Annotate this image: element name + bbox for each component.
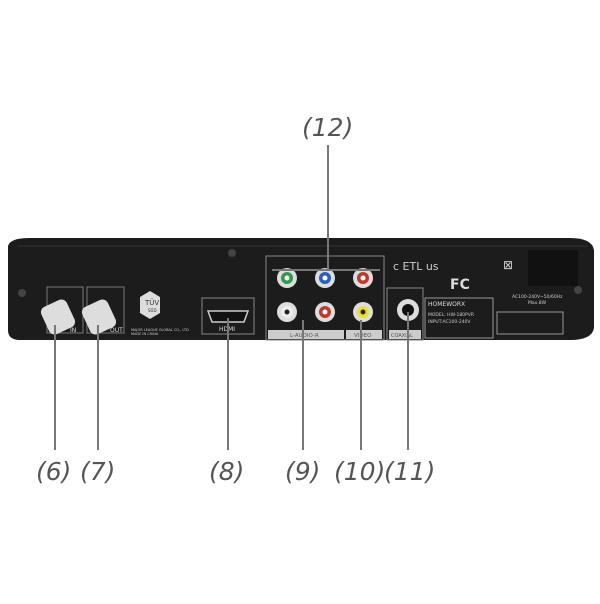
- max-power-label: Max.8W: [528, 300, 547, 306]
- warning-label: [496, 311, 564, 335]
- callout-11: (11): [384, 457, 435, 486]
- etl-logo: c ETL us: [393, 260, 439, 273]
- svg-text:SÜD: SÜD: [148, 308, 157, 313]
- origin-text: MADE IN CHINA: [131, 332, 159, 336]
- callout-12: (12): [302, 113, 353, 142]
- rf-in-label: IN: [70, 327, 76, 334]
- maker-text: MAJOR LEAGUE GLOBAL CO., LTD: [131, 328, 189, 332]
- rf-out-label: OUT: [110, 327, 123, 334]
- input-label: INPUT:AC100-240V: [428, 319, 471, 325]
- screw-icon: [18, 289, 26, 297]
- weee-icon: ⊠: [503, 258, 513, 272]
- power-label: AC100-240V~50/60Hz: [512, 294, 563, 300]
- callout-10: (10): [334, 457, 385, 486]
- fcc-logo: FC: [450, 277, 470, 293]
- screw-icon: [574, 286, 582, 294]
- callout-8: (8): [209, 457, 244, 486]
- leader-lines: [54, 145, 409, 450]
- brand-label: HOMEWORX: [428, 301, 465, 308]
- rca-jacks: [277, 268, 373, 322]
- tuv-logo: TÜV SÜD: [140, 291, 160, 319]
- callout-9: (9): [285, 457, 320, 486]
- audio-label: L-AUDIO-R: [290, 333, 319, 339]
- video-label: VIDEO: [354, 333, 372, 339]
- rf-out-connector: OUT: [81, 286, 125, 335]
- svg-text:COAXIAL: COAXIAL: [391, 333, 413, 339]
- model-label: MODEL: HW-180PVR: [428, 312, 474, 318]
- coaxial-port: COAXIAL: [386, 287, 424, 341]
- callout-7: (7): [80, 457, 115, 486]
- power-cord: [528, 250, 578, 286]
- av-panel: [265, 255, 385, 341]
- screw-icon: [228, 249, 236, 257]
- svg-text:TÜV: TÜV: [144, 298, 159, 307]
- callout-6: (6): [36, 457, 71, 486]
